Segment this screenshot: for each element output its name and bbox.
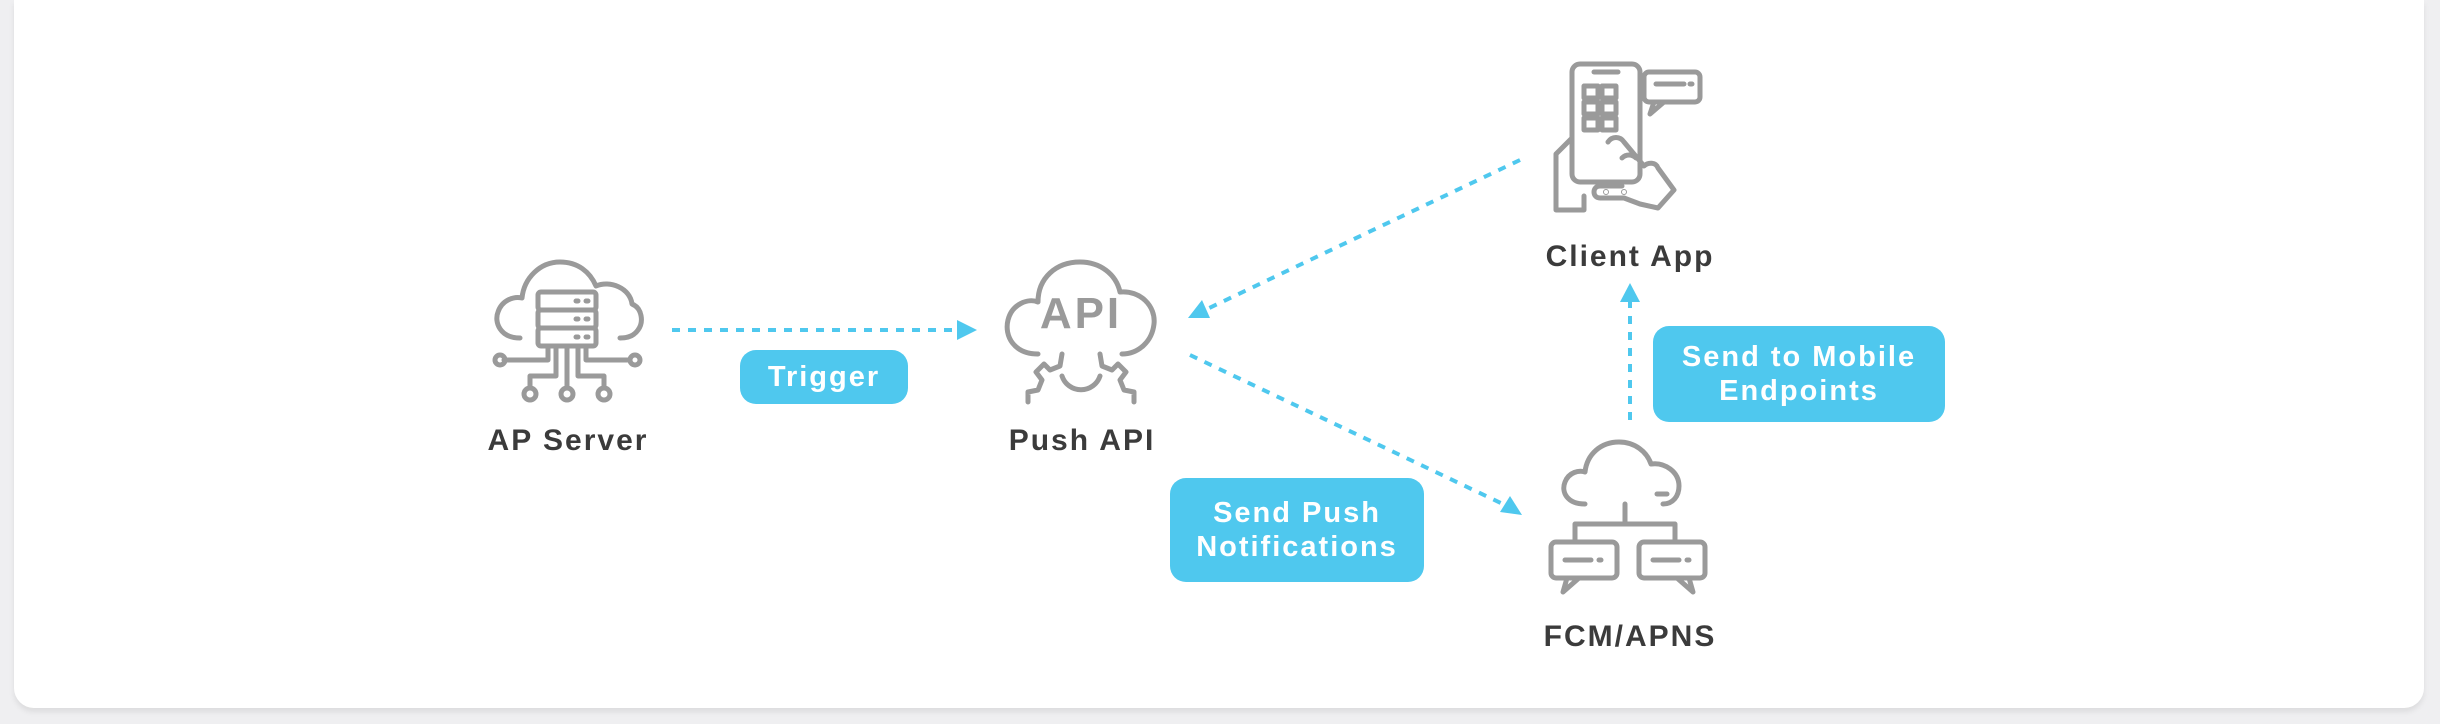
api-cloud-gear-icon: API	[1000, 248, 1162, 408]
node-label-fcm-apns: FCM/APNS	[1543, 620, 1717, 653]
phone-hand-icon	[1548, 58, 1708, 218]
arrow-head-to-client	[1620, 283, 1640, 302]
node-label-push-api: Push API	[1008, 424, 1156, 457]
arrow-head-to-api	[1188, 300, 1210, 318]
api-icon-text: API	[1040, 289, 1122, 338]
edge-label-send-mobile-line1: Send to Mobile	[1681, 341, 1917, 373]
arrow-head-to-fcm	[1500, 496, 1522, 515]
arrow-head-trigger	[957, 320, 977, 340]
edge-api-to-fcm-line	[1189, 353, 1506, 507]
edge-label-trigger: Trigger	[740, 350, 908, 404]
edge-client-to-api-line	[1204, 158, 1521, 312]
edge-label-send-mobile-line2: Endpoints	[1719, 375, 1879, 407]
edge-label-send-push-line1: Send Push	[1213, 497, 1381, 529]
edge-label-send-push: Send Push Notifications	[1170, 478, 1424, 582]
cloud-network-chat-icon	[1545, 434, 1711, 600]
node-label-ap-server: AP Server	[487, 424, 649, 457]
diagram-card	[14, 0, 2424, 708]
edge-label-send-mobile: Send to Mobile Endpoints	[1653, 326, 1945, 422]
cloud-server-icon	[490, 252, 646, 404]
node-label-client-app: Client App	[1545, 240, 1715, 273]
edge-label-trigger-text: Trigger	[767, 361, 881, 393]
edge-label-send-push-line2: Notifications	[1196, 531, 1398, 563]
